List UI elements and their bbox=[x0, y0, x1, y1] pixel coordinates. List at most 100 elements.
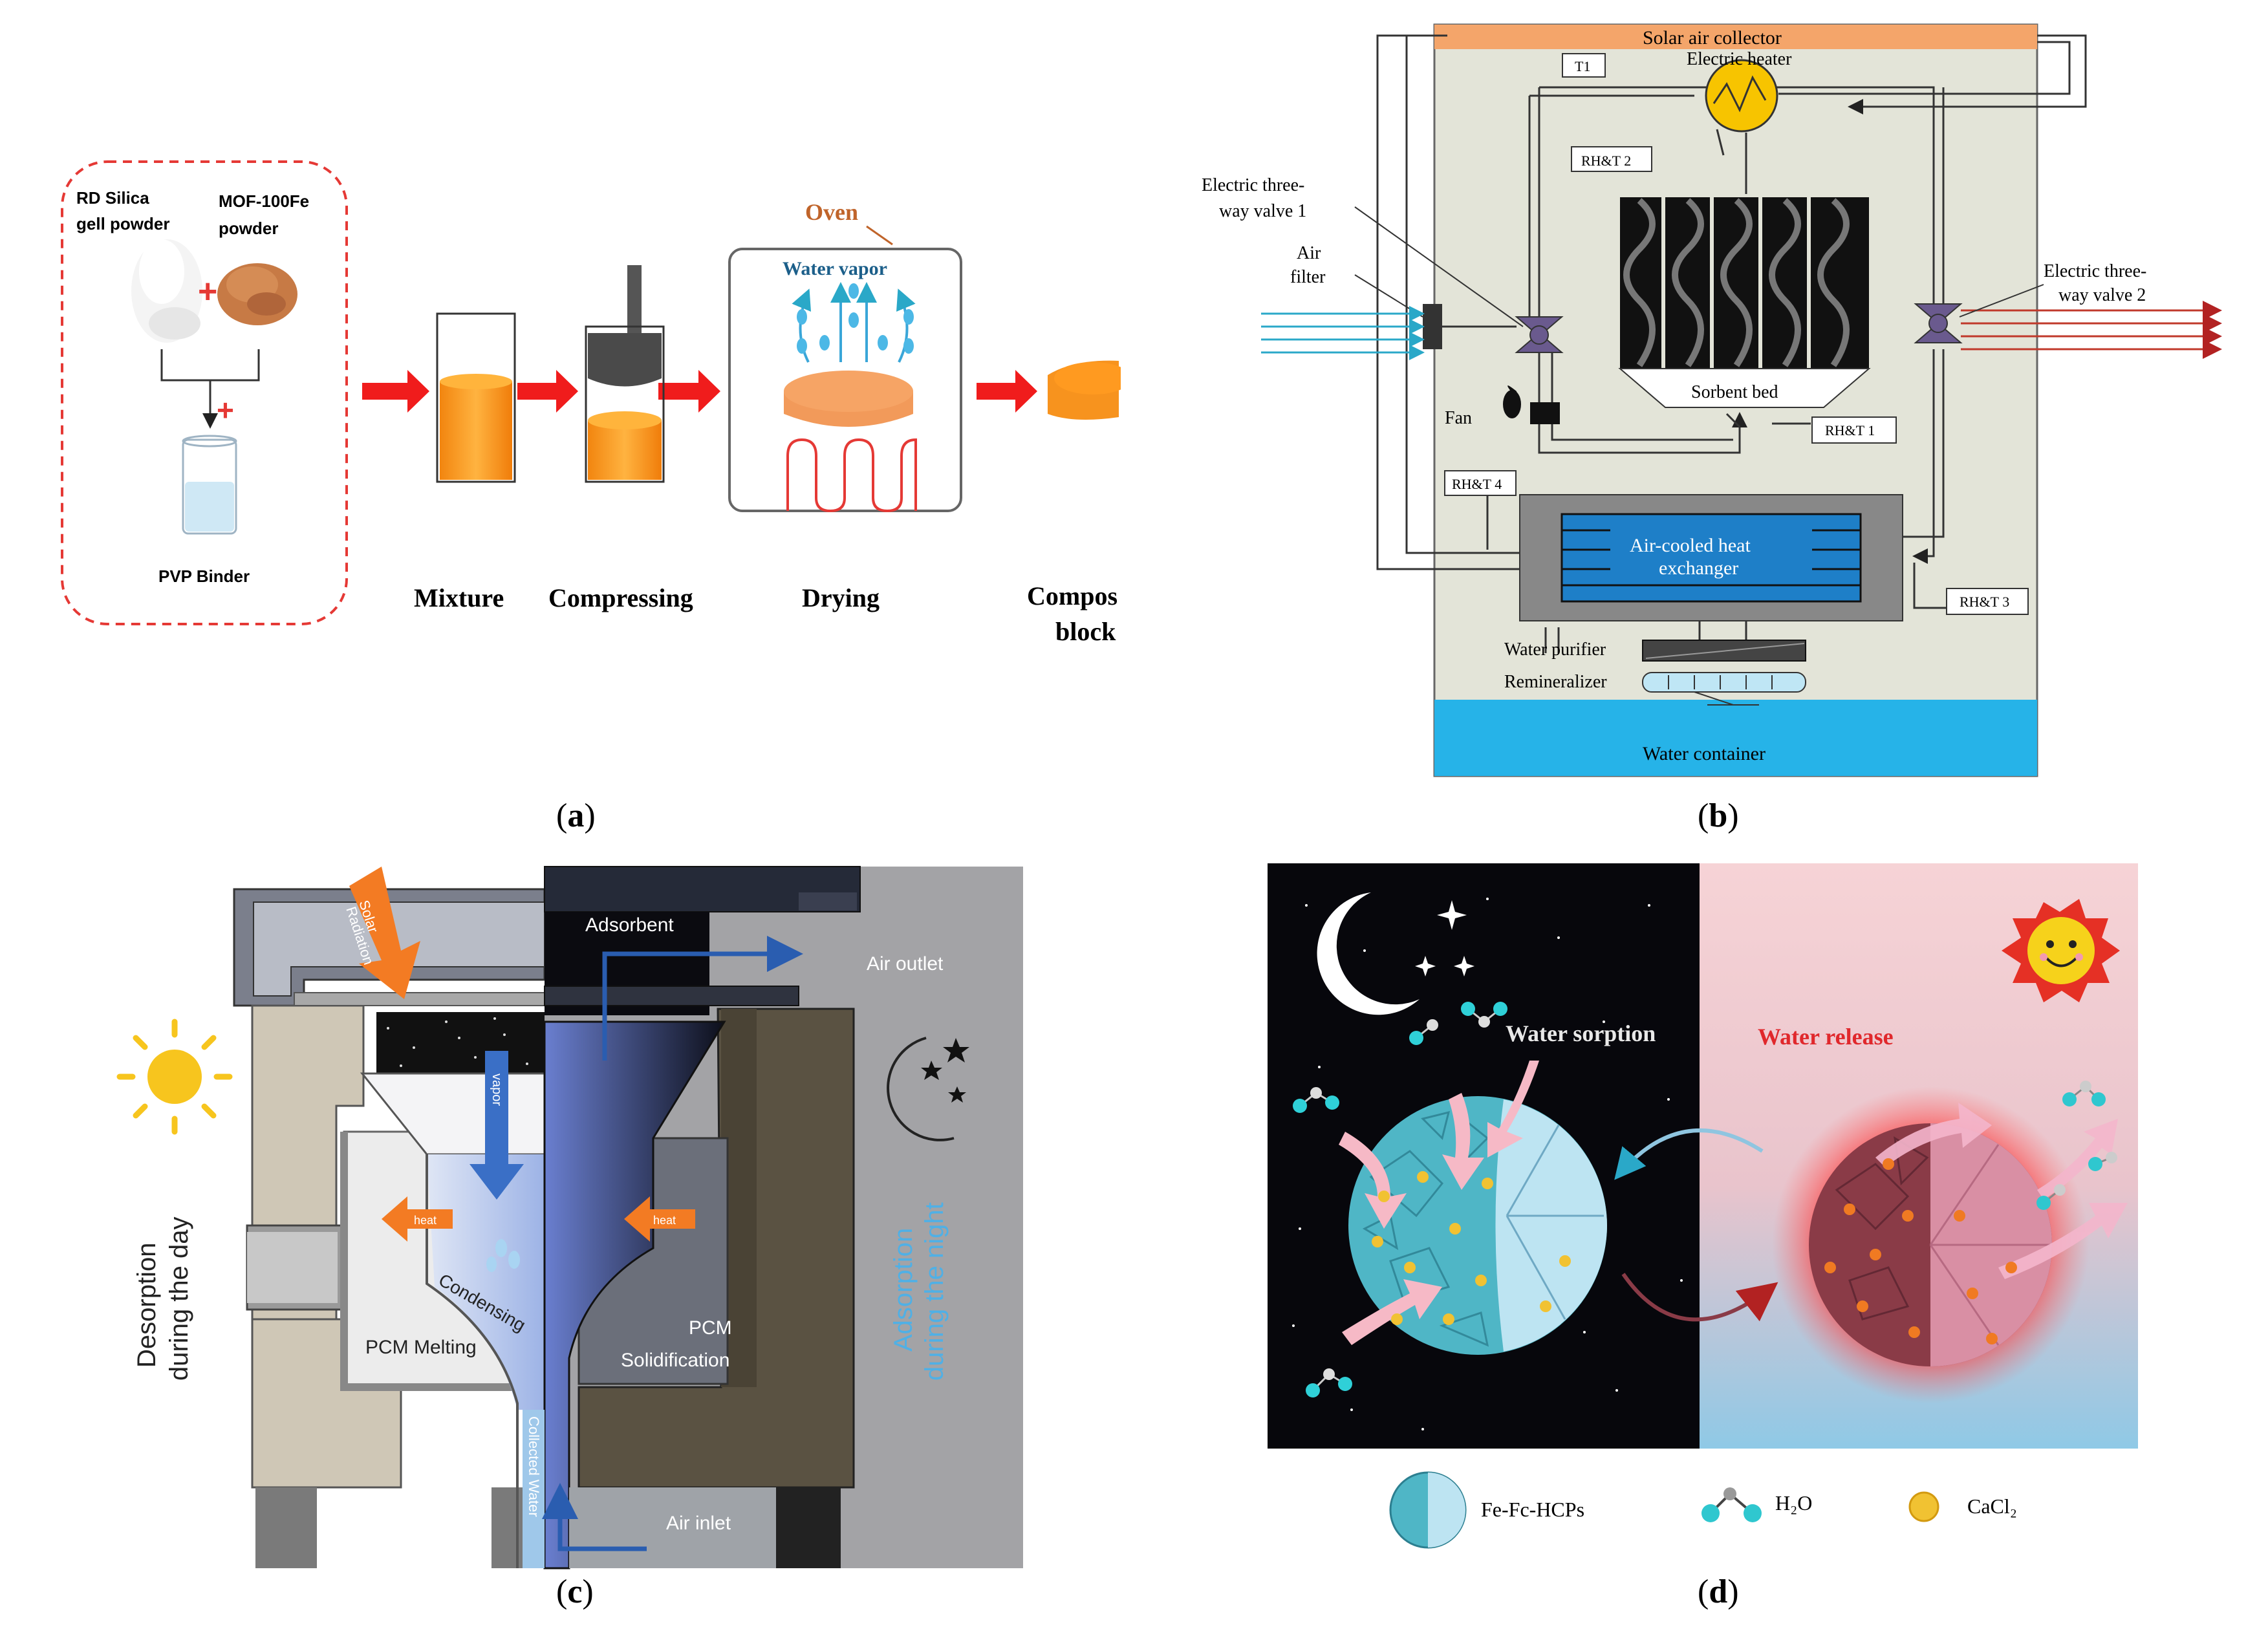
day-bracket bbox=[340, 1132, 545, 1391]
pcm-solid-label-1: PCM bbox=[689, 1317, 732, 1339]
day-frame-step bbox=[294, 992, 545, 1006]
water-drip bbox=[1694, 691, 1759, 706]
step-drying: Drying bbox=[802, 583, 880, 612]
heating-coil bbox=[786, 438, 917, 513]
cycle-arrow-bottom bbox=[1621, 1273, 1778, 1322]
top-lid-night-ext bbox=[799, 892, 857, 911]
release-arrows bbox=[1875, 1103, 2128, 1279]
inlet-air-arrows bbox=[1261, 306, 1425, 360]
heat-arrow-day bbox=[382, 1196, 453, 1242]
water-drops bbox=[797, 283, 914, 354]
t1-sensor bbox=[1562, 53, 1606, 78]
air-inlet-arrow bbox=[542, 1483, 647, 1551]
purifier-hatch bbox=[1645, 643, 1805, 659]
rht4-label: RH&T 4 bbox=[1452, 476, 1502, 492]
heater-label: Electric heater bbox=[1687, 49, 1792, 69]
air-outlet-label: Air outlet bbox=[867, 953, 944, 975]
sorbent-bed-label: Sorbent bed bbox=[1691, 382, 1778, 402]
plus-sign-2: + bbox=[217, 393, 234, 427]
silica-label-1: RD Silica bbox=[76, 188, 149, 208]
remineralizer-marks bbox=[1668, 675, 1773, 689]
caption-d: (d) bbox=[1698, 1573, 1739, 1610]
collected-water-label: Collected Water bbox=[526, 1416, 542, 1517]
solar-collector-bar bbox=[1434, 25, 2037, 49]
electric-heater bbox=[1705, 59, 1778, 133]
cacl2-dots-night bbox=[1372, 1171, 1571, 1325]
adsorbent-day bbox=[376, 1012, 545, 1073]
remineralizer-label: Remineralizer bbox=[1504, 672, 1607, 692]
rht1-label: RH&T 1 bbox=[1825, 422, 1875, 438]
mof-powder bbox=[217, 263, 297, 325]
step-composite-2: block bbox=[1055, 617, 1116, 646]
collected-water-channel bbox=[523, 1410, 545, 1568]
mixture-cylinder bbox=[436, 312, 516, 483]
panel-c: Solar Radiation Adsorbent Air outlet vap… bbox=[116, 866, 1023, 1570]
caption-b: (b) bbox=[1698, 797, 1739, 834]
air-filter-label-2: filter bbox=[1290, 267, 1326, 287]
air-filter bbox=[1423, 304, 1442, 349]
vapor-arrow bbox=[470, 1051, 524, 1200]
air-outlet-arrow bbox=[602, 936, 803, 1061]
pvp-beaker bbox=[182, 435, 237, 535]
rht3-label: RH&T 3 bbox=[1960, 594, 2009, 610]
h2o-molecules-day bbox=[2036, 1081, 2117, 1210]
night-stars bbox=[1292, 898, 1683, 1430]
heat-label-day: heat bbox=[414, 1214, 437, 1227]
step-composite-1: Compos bbox=[1027, 581, 1118, 610]
pcm-melting-label: PCM Melting bbox=[365, 1337, 477, 1358]
valve2-label-1: Electric three- bbox=[2044, 261, 2146, 281]
air-inlet-label: Air inlet bbox=[666, 1513, 731, 1534]
adsorbent-label: Adsorbent bbox=[585, 914, 674, 936]
legend-cacl-label: CaCl₂ bbox=[1967, 1494, 2017, 1518]
valve1-label-1: Electric three- bbox=[1202, 175, 1304, 195]
condenser-day bbox=[427, 1154, 545, 1410]
night-inner-wall bbox=[721, 1009, 757, 1387]
valve1-leader bbox=[1354, 206, 1524, 327]
valve-2 bbox=[1914, 303, 1963, 343]
valve-1 bbox=[1515, 316, 1564, 353]
air-filter-label-1: Air bbox=[1297, 243, 1321, 263]
air-filter-leader bbox=[1354, 274, 1423, 318]
valve2-label-2: way valve 2 bbox=[2058, 285, 2146, 305]
desorption-label-2: during the day bbox=[165, 1216, 193, 1381]
caption-a: (a) bbox=[556, 797, 596, 834]
water-container-label: Water container bbox=[1643, 743, 1766, 764]
day-pipe-inner bbox=[247, 1232, 338, 1303]
water-release-label: Water release bbox=[1758, 1024, 1894, 1050]
legend-cacl-icon bbox=[1908, 1491, 1939, 1522]
step-compressing: Compressing bbox=[548, 583, 693, 612]
mof-label-1: MOF-100Fe bbox=[219, 191, 309, 211]
flow-arrows-a bbox=[362, 370, 1037, 413]
vapor-arrows bbox=[792, 282, 916, 363]
outlet-air-arrows bbox=[1961, 301, 2222, 359]
sun-icon bbox=[116, 1019, 233, 1135]
materials-dashed-box bbox=[61, 160, 348, 625]
sorption-arrows bbox=[1339, 1061, 1539, 1345]
rht2-sensor bbox=[1571, 146, 1652, 172]
condense-drops bbox=[486, 1239, 520, 1272]
remineralizer bbox=[1642, 672, 1806, 693]
oven-label: Oven bbox=[805, 199, 858, 225]
legend-h2o-icon bbox=[1701, 1487, 1762, 1522]
water-container bbox=[1434, 700, 2037, 776]
heat-exchanger bbox=[1519, 494, 1903, 621]
adsorption-label-1: Adsorption bbox=[889, 1228, 918, 1352]
funnel-day-edge bbox=[426, 1154, 519, 1568]
rht3-sensor bbox=[1946, 588, 2029, 615]
compressing-cylinder bbox=[585, 265, 665, 483]
piping bbox=[1376, 34, 2087, 653]
oven: Oven Water vapor bbox=[728, 199, 962, 513]
vapor-label: vapor bbox=[490, 1073, 504, 1106]
water-sorption-label: Water sorption bbox=[1506, 1020, 1656, 1046]
mof-label-2: powder bbox=[219, 219, 278, 238]
drain-pipe bbox=[1698, 621, 1747, 640]
oven-block bbox=[784, 371, 913, 427]
water-purifier-label: Water purifier bbox=[1504, 640, 1606, 660]
crescent-moon bbox=[1317, 892, 1420, 1015]
night-frame-left bbox=[544, 986, 799, 1006]
adsorption-label-2: during the night bbox=[920, 1202, 949, 1381]
heat-label-night: heat bbox=[653, 1214, 676, 1227]
top-housing-night bbox=[544, 866, 861, 912]
desorption-label-1: Desorption bbox=[133, 1243, 161, 1368]
